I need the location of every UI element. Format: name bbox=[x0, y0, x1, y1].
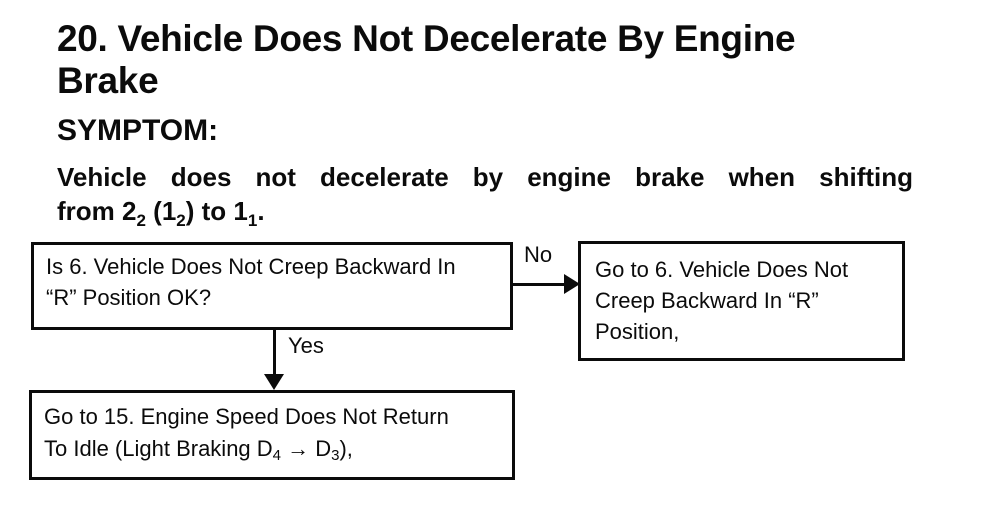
yes-result-line2-text: → D bbox=[281, 436, 332, 461]
symptom-line2-text: from 2 bbox=[57, 196, 137, 226]
no-arrow-head-icon bbox=[564, 274, 580, 294]
no-arrow-line bbox=[513, 283, 566, 286]
symptom-line2: from 22 (12) to 11. bbox=[57, 194, 913, 232]
yes-result-line2: To Idle (Light Braking D4 → D3), bbox=[44, 433, 500, 468]
yes-result-line2-text: To Idle (Light Braking D bbox=[44, 436, 273, 461]
flowchart-question-box: Is 6. Vehicle Does Not Creep Backward In… bbox=[31, 242, 513, 330]
no-branch-label: No bbox=[524, 242, 553, 267]
page-title-line1: 20. Vehicle Does Not Decelerate By Engin… bbox=[57, 18, 796, 59]
subscript: 1 bbox=[247, 211, 258, 230]
flowchart-no-result-box: Go to 6. Vehicle Does Not Creep Backward… bbox=[578, 241, 905, 361]
yes-arrow-head-icon bbox=[264, 374, 284, 390]
symptom-line2-text: ) to 1 bbox=[185, 196, 248, 226]
yes-branch-label: Yes bbox=[288, 333, 324, 358]
symptom-text: Vehicle does not decelerate by engine br… bbox=[57, 160, 913, 232]
question-box-line1: Is 6. Vehicle Does Not Creep Backward In bbox=[46, 254, 456, 279]
yes-arrow-line bbox=[273, 329, 276, 378]
symptom-line2-text: . bbox=[257, 196, 265, 226]
page-title-line2: Brake bbox=[57, 60, 159, 101]
subscript: 2 bbox=[136, 211, 146, 230]
flowchart-yes-result-box: Go to 15. Engine Speed Does Not Return T… bbox=[29, 390, 515, 480]
no-result-line2: Creep Backward In “R” bbox=[595, 288, 819, 313]
subscript: 3 bbox=[331, 447, 340, 464]
yes-result-line2-text: ), bbox=[339, 436, 353, 461]
symptom-heading: SYMPTOM: bbox=[57, 114, 219, 147]
symptom-line2-text: (1 bbox=[145, 196, 177, 226]
question-box-line2: “R” Position OK? bbox=[46, 285, 212, 310]
subscript: 4 bbox=[272, 447, 282, 464]
no-result-line1: Go to 6. Vehicle Does Not bbox=[595, 257, 849, 282]
subscript: 2 bbox=[176, 211, 186, 230]
symptom-line1: Vehicle does not decelerate by engine br… bbox=[57, 162, 913, 192]
no-result-line3: Position, bbox=[595, 319, 680, 344]
yes-result-line1: Go to 15. Engine Speed Does Not Return bbox=[44, 404, 449, 429]
page-title: 20. Vehicle Does Not Decelerate By Engin… bbox=[57, 18, 796, 102]
